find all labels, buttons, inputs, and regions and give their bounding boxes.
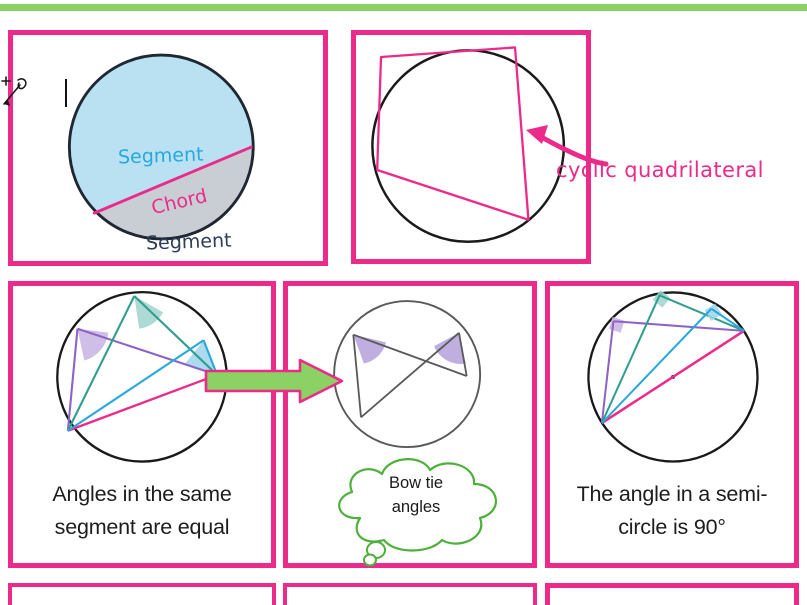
bow-tie-cloud-text: Bow tie angles xyxy=(388,474,444,516)
inscribed-quadrilateral xyxy=(376,46,530,221)
panel-bottom-3[interactable] xyxy=(545,583,799,605)
panel-semicircle[interactable]: The angle in a semi- circle is 90° xyxy=(545,281,799,568)
magic-wand-icon xyxy=(0,74,30,108)
panel-bottom-1[interactable] xyxy=(8,583,276,605)
lower-segment-label: Segment xyxy=(145,229,232,255)
angle-arc-left xyxy=(353,334,386,364)
bow-tie-chords xyxy=(352,332,468,418)
segment-chord-figure xyxy=(67,53,255,241)
circle-outline xyxy=(333,300,482,449)
chord-line xyxy=(92,145,253,215)
semicircle-caption: The angle in a semi- circle is 90° xyxy=(576,482,768,539)
panel-cyclic-quadrilateral[interactable] xyxy=(351,30,591,264)
right-angle-blue xyxy=(601,303,745,424)
bottom-figure-3 xyxy=(550,588,794,605)
upper-segment-label: Segment xyxy=(117,143,204,169)
inscribed-angle-blue xyxy=(67,339,219,432)
curved-arrow-icon xyxy=(526,125,609,167)
subtended-chord xyxy=(67,373,218,432)
angle-arc-right xyxy=(434,332,466,364)
cyclic-quadrilateral-label: cyclic quadrilateral xyxy=(556,158,764,182)
bottom-figure-2 xyxy=(287,587,533,605)
panel-bow-tie[interactable]: Bow tie angles xyxy=(283,281,537,568)
panel-same-segment[interactable]: Angles in the same segment are equal xyxy=(8,281,276,568)
thought-cloud-icon xyxy=(338,458,498,567)
diameter-line xyxy=(601,329,745,425)
green-right-arrow xyxy=(204,358,344,404)
bow-tie-figure xyxy=(333,300,482,449)
bottom-figure-1 xyxy=(12,587,272,605)
panel-segment-chord[interactable]: Segment Chord Segment xyxy=(8,30,328,266)
semicircle-figure xyxy=(587,290,759,463)
inscribed-angle-purple xyxy=(66,327,218,431)
top-green-rule xyxy=(0,4,807,11)
inscribed-angle-teal xyxy=(66,295,218,432)
right-angle-purple xyxy=(600,316,745,424)
right-angle-teal xyxy=(600,290,745,424)
circle-outline xyxy=(587,291,759,463)
panel-bottom-2[interactable] xyxy=(283,583,537,605)
same-segment-figure xyxy=(56,290,228,463)
angle-arc-blue xyxy=(185,340,216,371)
same-segment-caption: Angles in the same segment are equal xyxy=(52,482,232,539)
text-caret xyxy=(65,79,67,107)
circle-outline xyxy=(67,53,255,241)
